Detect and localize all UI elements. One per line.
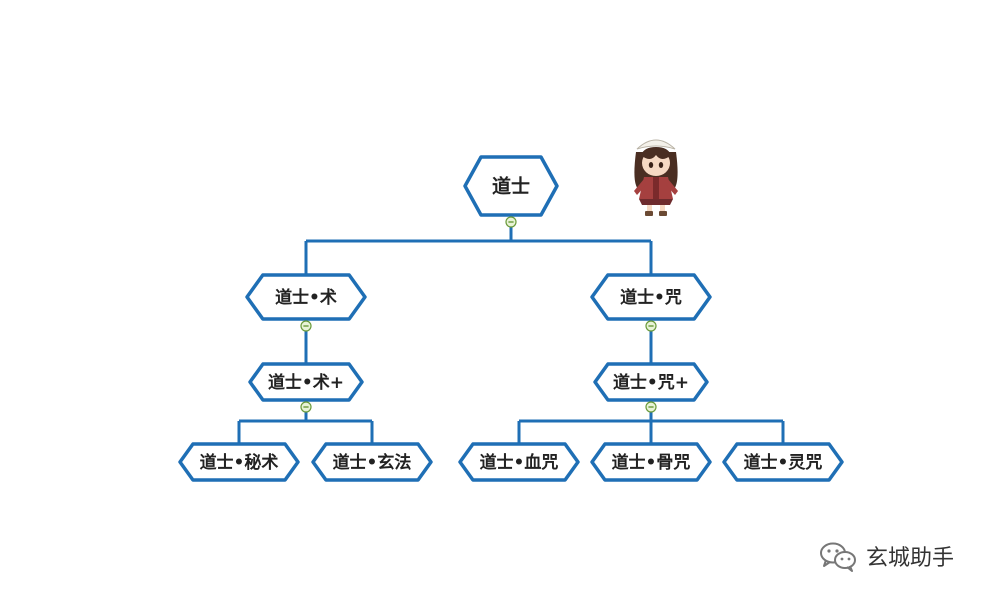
node-shape	[593, 362, 709, 402]
tree-node-guzhou[interactable]: 道士•骨咒	[590, 442, 712, 482]
node-label: 道士•玄法	[333, 452, 412, 473]
node-label: 道士•血咒	[480, 452, 559, 473]
node-shape	[248, 362, 364, 402]
node-label: 道士•术+	[268, 372, 344, 393]
chibi-character-icon	[634, 139, 678, 216]
node-shape	[178, 442, 300, 482]
tree-node-root[interactable]: 道士	[463, 155, 559, 217]
watermark: 玄城助手	[818, 538, 954, 574]
wechat-icon	[820, 542, 856, 572]
node-shape	[590, 442, 712, 482]
node-shape	[311, 442, 433, 482]
node-shape	[458, 442, 580, 482]
node-label: 道士•骨咒	[612, 452, 691, 473]
collapse-toggle-zhou-plus[interactable]	[645, 401, 657, 413]
tree-node-xuezhou[interactable]: 道士•血咒	[458, 442, 580, 482]
node-label: 道士•秘术	[200, 452, 279, 473]
watermark-text: 玄城助手	[866, 546, 955, 571]
tree-node-xuanfa[interactable]: 道士•玄法	[311, 442, 433, 482]
connector-line	[304, 215, 653, 275]
collapse-toggles	[300, 216, 657, 413]
node-label: 道士•咒+	[613, 372, 689, 393]
tree-node-lingzhou[interactable]: 道士•灵咒	[722, 442, 844, 482]
tree-node-zhou-plus[interactable]: 道士•咒+	[593, 362, 709, 402]
node-shape	[722, 442, 844, 482]
collapse-toggle-root[interactable]	[505, 216, 517, 228]
node-label: 道士•咒	[620, 287, 682, 308]
connector-lines	[237, 215, 785, 444]
collapse-toggle-zhou[interactable]	[645, 320, 657, 332]
tree-node-zhou[interactable]: 道士•咒	[590, 273, 712, 321]
tree-node-shu-plus[interactable]: 道士•术+	[248, 362, 364, 402]
node-label: 道士•灵咒	[744, 452, 823, 473]
node-shape	[590, 273, 712, 321]
node-label: 道士	[492, 175, 530, 198]
collapse-toggle-shu-plus[interactable]	[300, 401, 312, 413]
node-label: 道士•术	[275, 287, 337, 308]
node-shape	[463, 155, 559, 217]
collapse-toggle-shu[interactable]	[300, 320, 312, 332]
tree-node-mishu[interactable]: 道士•秘术	[178, 442, 300, 482]
tree-node-shu[interactable]: 道士•术	[245, 273, 367, 321]
node-shape	[245, 273, 367, 321]
